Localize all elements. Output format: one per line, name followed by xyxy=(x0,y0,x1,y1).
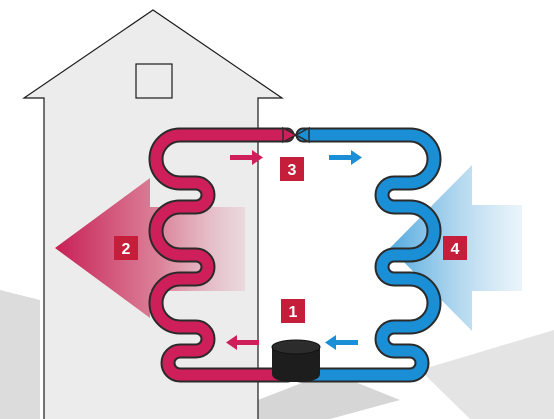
attic-window-icon xyxy=(135,63,173,99)
badge-evaporator: 4 xyxy=(443,236,467,260)
flow-arrow-bottom-left-icon xyxy=(226,335,259,350)
badge-condenser: 2 xyxy=(114,236,138,260)
compressor-icon xyxy=(271,339,321,382)
hot-pipe xyxy=(148,127,296,383)
expansion-valve-icon xyxy=(282,126,310,144)
badge-evaporator-label: 4 xyxy=(451,241,460,258)
background-shapes xyxy=(0,290,554,419)
badge-compressor: 1 xyxy=(281,299,305,323)
badge-condenser-label: 2 xyxy=(122,241,131,258)
flow-arrow-bottom-right-icon xyxy=(325,335,358,350)
badge-expansion: 3 xyxy=(280,157,304,181)
flow-arrow-top-right-icon xyxy=(329,150,362,165)
cold-pipe xyxy=(292,127,442,383)
badge-compressor-label: 1 xyxy=(289,304,298,321)
badge-expansion-label: 3 xyxy=(288,162,297,179)
flow-arrow-top-left-icon xyxy=(230,150,263,165)
